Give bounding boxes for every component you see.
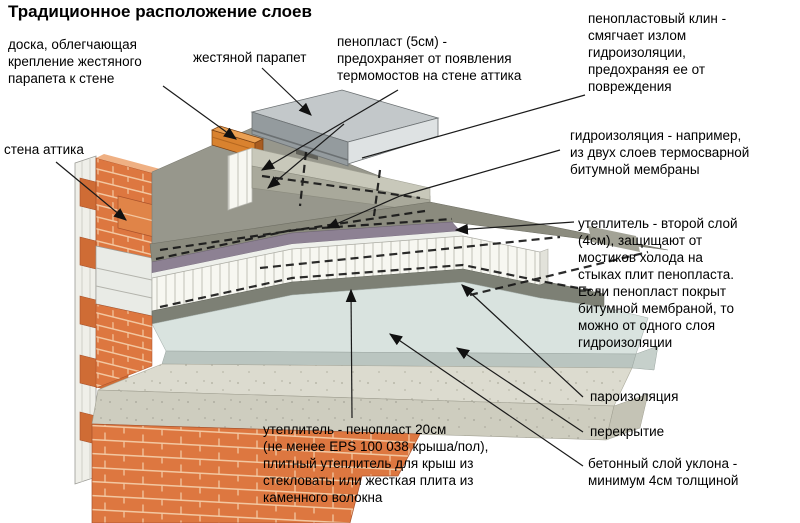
label-board: доска, облегчающая крепление жестяного п… — [8, 37, 142, 86]
leader-vapor-barrier — [461, 284, 584, 398]
lower-wall-bricks — [91, 423, 421, 523]
leader-waterproofing — [325, 149, 561, 229]
leader-tin-parapet — [261, 67, 312, 116]
leader-concrete-slope — [389, 333, 584, 467]
foam-upstand-5cm — [227, 147, 253, 211]
leader-insulation20 — [345, 288, 357, 419]
leader-board — [162, 85, 237, 140]
leader-attic-wall — [55, 161, 127, 221]
leader-lines — [55, 67, 586, 467]
wall-brick-sliver — [95, 303, 153, 389]
label-foam-wedge: пенопластовый клин - смягчает излом гидр… — [588, 11, 727, 94]
label-vapor-barrier: пароизоляция — [590, 389, 679, 404]
leader-foam5-a — [260, 89, 399, 171]
label-insulation-second-layer: утеплитель - второй слой (4см), защищают… — [578, 216, 738, 350]
page-title: Традиционное расположение слоев — [8, 2, 312, 21]
thin-white-strip — [152, 231, 463, 278]
leader-floor-slab — [456, 347, 584, 433]
concrete-slope-layer — [151, 281, 659, 371]
layer-stack-left-cut — [95, 245, 153, 317]
label-tin-parapet: жестяной парапет — [193, 50, 307, 65]
floor-slab — [91, 363, 649, 441]
label-concrete-slope: бетонный слой уклона - минимум 4см толщи… — [588, 456, 739, 488]
leader-insulation2 — [454, 221, 575, 235]
leader-foam5-b — [267, 123, 345, 189]
label-floor-slab: перекрытие — [590, 424, 665, 439]
label-waterproofing: гидроизоляция - например, из двух слоев … — [570, 128, 750, 177]
label-insulation-20cm: утеплитель - пенопласт 20см (не менее EP… — [263, 422, 489, 505]
label-attic-wall: стена аттика — [4, 142, 84, 157]
membrane-seam-dashes — [155, 151, 649, 309]
label-foam-5cm: пенопласт (5см) - предохраняет от появле… — [337, 34, 522, 83]
leader-foam-wedge — [361, 94, 586, 159]
